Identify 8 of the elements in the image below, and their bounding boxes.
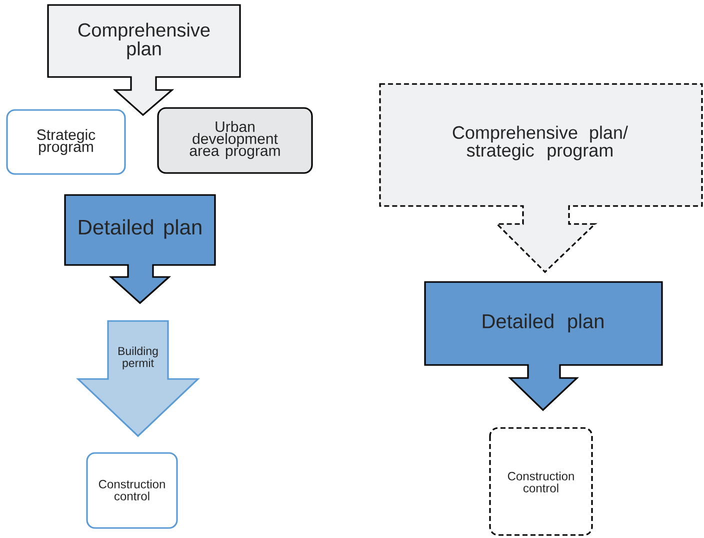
rounded-box: Construction control <box>489 427 593 536</box>
rounded-box: Construction control <box>86 452 178 529</box>
arrow-box: Comprehensive plan/ strategic program <box>379 83 703 274</box>
arrow-box: Comprehensive plan <box>47 4 241 116</box>
rounded-box: Strategic program <box>6 109 126 175</box>
rounded-box: Urban development area program <box>157 107 313 174</box>
arrow-box: Detailed plan <box>64 194 216 304</box>
arrow-box: Detailed plan <box>424 281 663 412</box>
